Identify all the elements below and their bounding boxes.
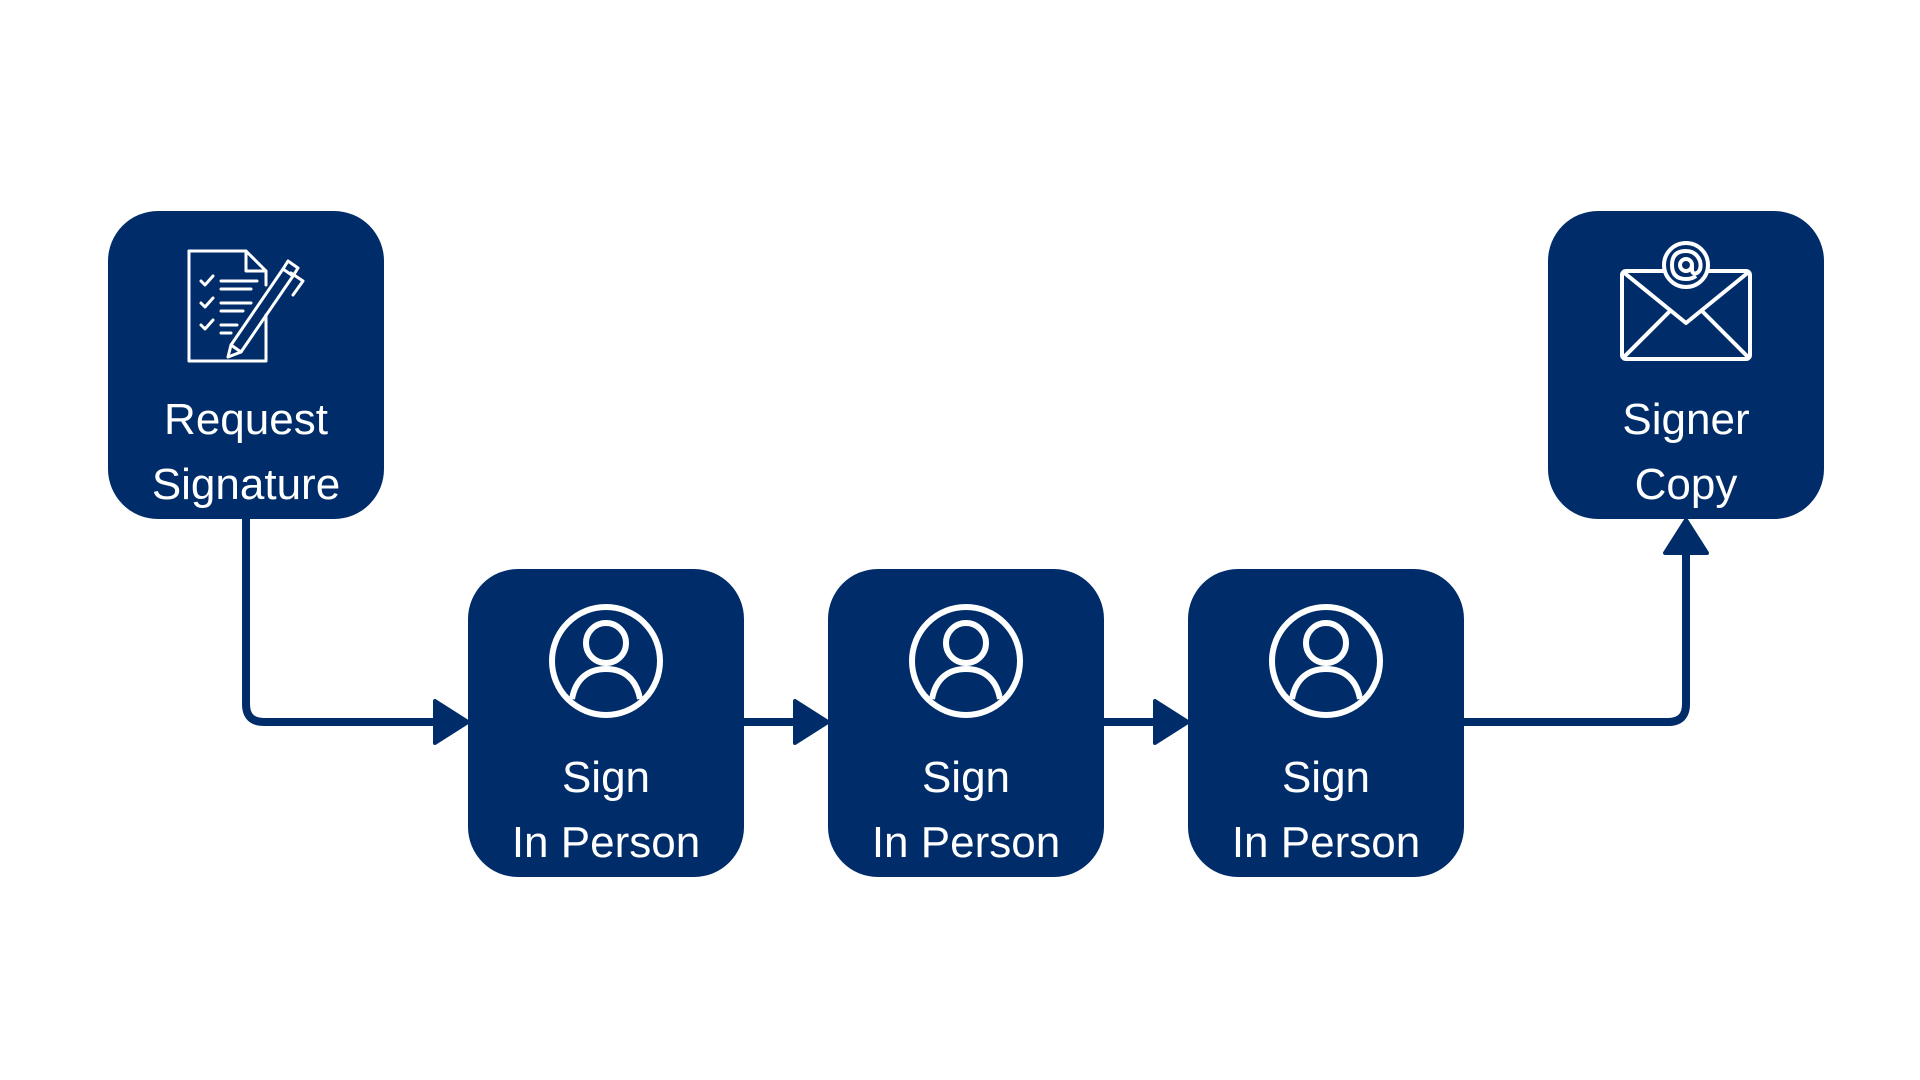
node-sign-in-person-2: Sign In Person — [828, 569, 1104, 877]
arrowhead-sign-2 — [793, 699, 830, 745]
node-label: Signer Copy — [1548, 387, 1824, 517]
user-icon — [468, 599, 744, 723]
user-icon — [1188, 599, 1464, 723]
node-label-line-1: Sign — [921, 753, 1011, 802]
connector-sign-3-to-copy — [1464, 552, 1690, 726]
arrowhead-sign-3 — [1153, 699, 1190, 745]
node-label-line-2: Signature — [151, 460, 341, 509]
node-request-signature: Request Signature — [108, 211, 384, 519]
node-signer-copy: Signer Copy — [1548, 211, 1824, 519]
node-label-line-2: In Person — [1231, 818, 1421, 867]
node-label-line-1: Sign — [561, 753, 651, 802]
node-label: Sign In Person — [468, 745, 744, 875]
node-label-line-2: In Person — [511, 818, 701, 867]
node-label-line-2: Copy — [1634, 460, 1738, 509]
arrowhead-sign-1 — [433, 699, 470, 745]
node-label: Sign In Person — [828, 745, 1104, 875]
document-signature-icon — [108, 241, 384, 365]
connector-request-to-sign-1 — [242, 519, 438, 726]
node-label: Sign In Person — [1188, 745, 1464, 875]
node-label-line-1: Request — [164, 395, 328, 444]
email-envelope-icon — [1548, 241, 1824, 365]
node-sign-in-person-1: Sign In Person — [468, 569, 744, 877]
node-label-line-2: In Person — [871, 818, 1061, 867]
node-label-line-1: Sign — [1281, 753, 1371, 802]
node-label-line-1: Signer — [1622, 395, 1750, 444]
user-icon — [828, 599, 1104, 723]
node-label: Request Signature — [108, 387, 384, 517]
node-sign-in-person-3: Sign In Person — [1188, 569, 1464, 877]
arrowhead-copy — [1663, 518, 1709, 555]
